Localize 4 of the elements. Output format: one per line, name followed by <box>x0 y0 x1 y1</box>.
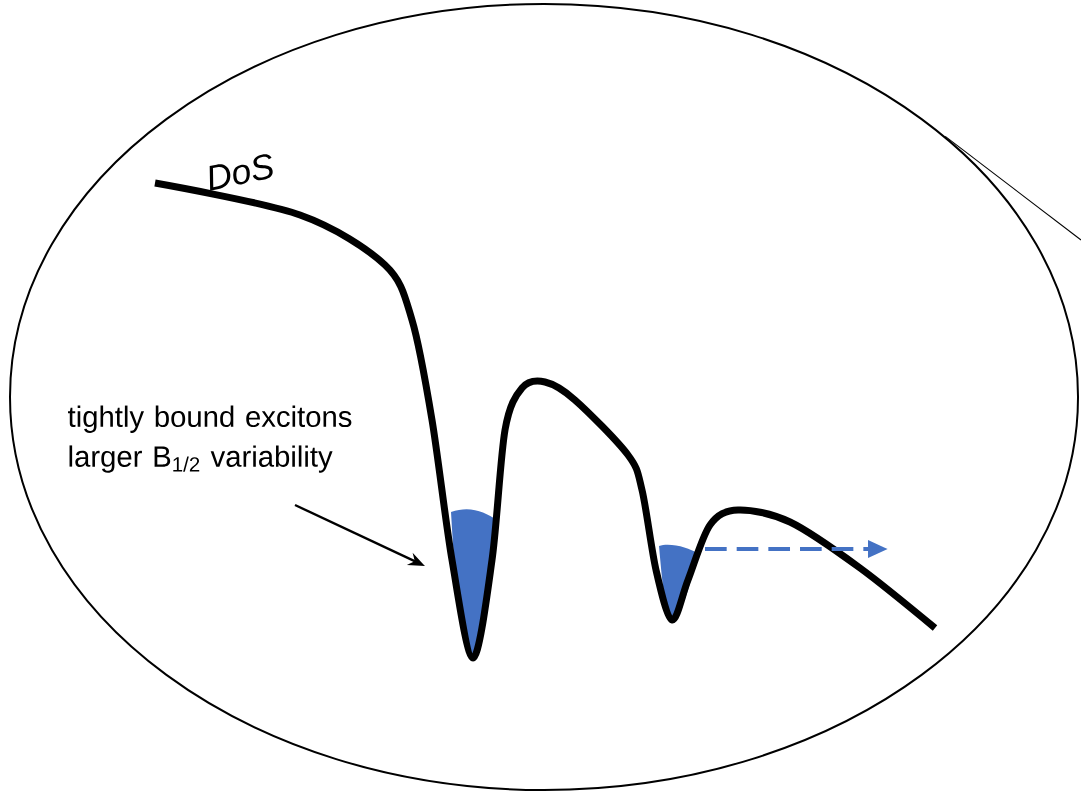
ellipse-frame <box>9 3 1079 791</box>
zoom-line <box>944 135 1081 241</box>
annotation-text: tightly bound excitons larger B$_{1/2}$ variability <box>68 405 352 473</box>
axis-label: DoS <box>209 154 273 191</box>
